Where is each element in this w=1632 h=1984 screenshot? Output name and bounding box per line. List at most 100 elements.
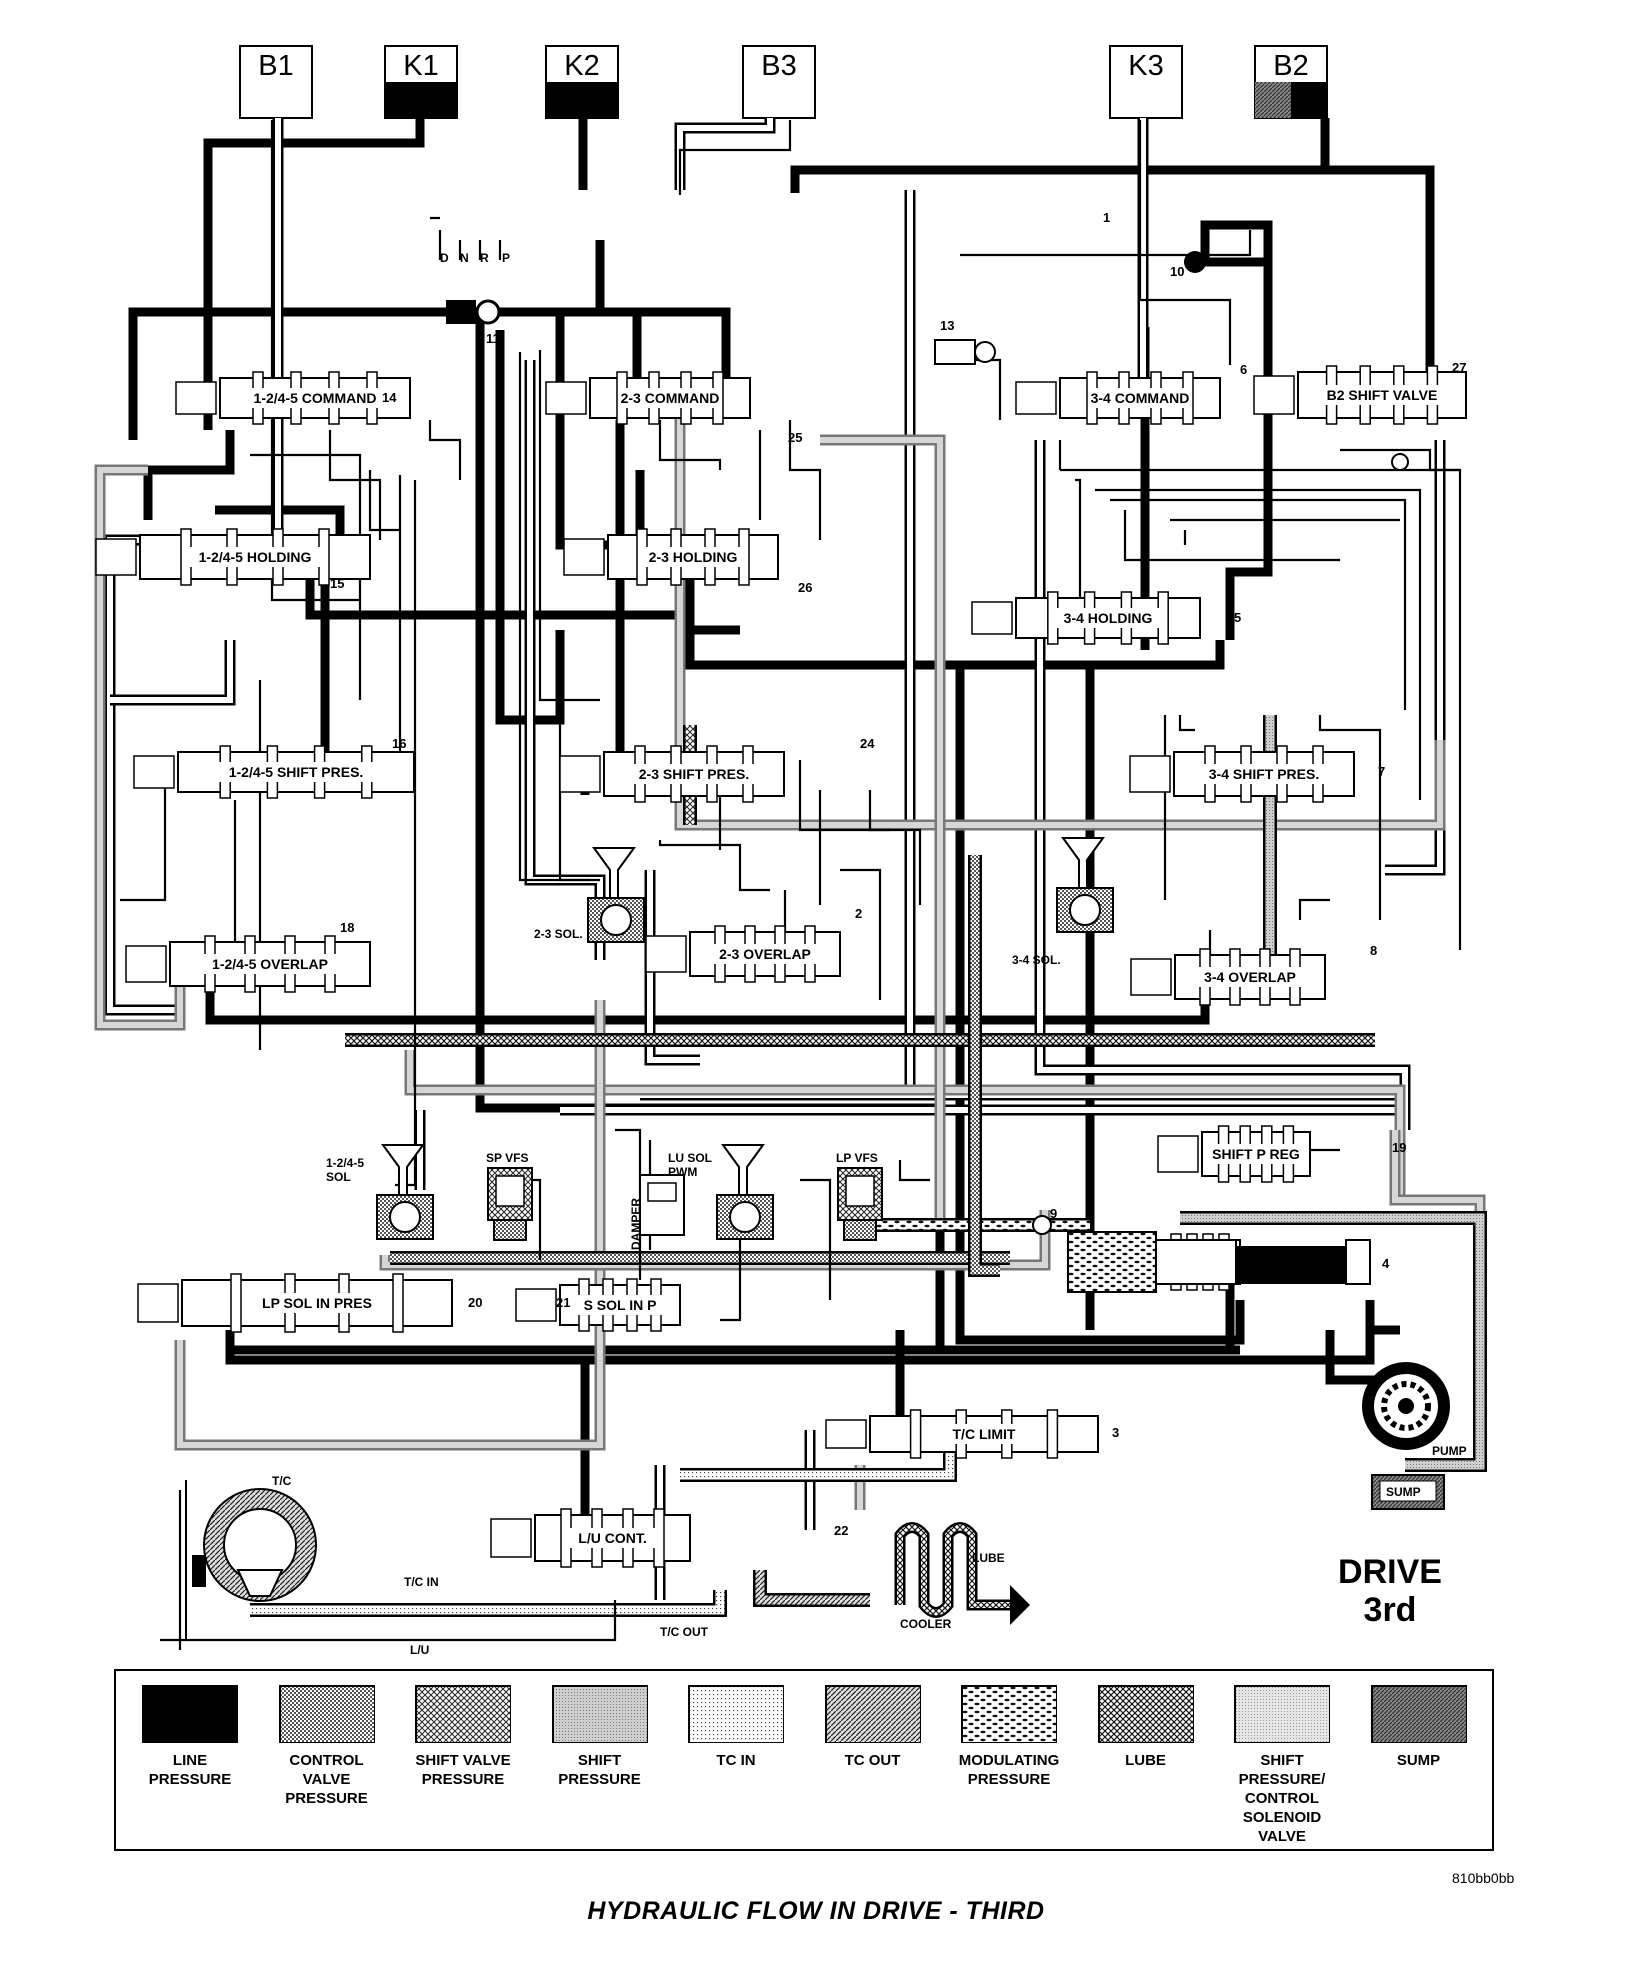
svg-text:T/C: T/C	[272, 1474, 292, 1488]
legend-label: SHIFT PRESSURE	[558, 1752, 641, 1788]
svg-text:P: P	[502, 251, 510, 265]
valve-label: 3-4 OVERLAP	[1204, 969, 1296, 985]
svg-text:T/C IN: T/C IN	[404, 1575, 439, 1589]
cooler	[894, 1522, 1030, 1625]
legend-label: CONTROL VALVE PRESSURE	[285, 1752, 368, 1807]
svg-text:1: 1	[1103, 210, 1110, 225]
valve-number: 6	[1240, 362, 1247, 377]
legend-label: TC OUT	[844, 1752, 901, 1769]
solenoid-3-4	[1056, 837, 1114, 933]
legend-swatch	[415, 1685, 511, 1743]
valve-1-2-4-5-shift-pres: 1-2/4-5 SHIFT PRES.16	[133, 736, 415, 799]
valve-label: SHIFT P REG	[1212, 1146, 1300, 1162]
valve-label: 3-4 HOLDING	[1064, 610, 1153, 626]
valve-label: LP SOL IN PRES	[262, 1295, 372, 1311]
legend-swatch	[1097, 1685, 1194, 1743]
valve-s-sol-in-p: S SOL IN P 21	[515, 1278, 681, 1332]
solenoid-1-2-4-5	[376, 1144, 434, 1240]
clutch-label: B2	[1273, 50, 1308, 82]
valve-number: 15	[330, 576, 344, 591]
mode-line-2: 3rd	[1363, 1591, 1417, 1629]
valve-2-3-shift-pres: 2-3 SHIFT PRES. 24	[559, 736, 875, 803]
svg-text:LP VFS: LP VFS	[836, 1151, 878, 1165]
legend-swatch	[1370, 1685, 1467, 1743]
legend-swatch	[551, 1685, 648, 1743]
valve-3-4-overlap: 3-4 OVERLAP 8	[1130, 943, 1377, 1006]
valve-number: 2	[855, 906, 862, 921]
valve-label: 2-3 HOLDING	[649, 549, 738, 565]
svg-text:L/U: L/U	[410, 1643, 429, 1657]
clutch-label: B1	[258, 50, 293, 82]
legend-label: SHIFT VALVE PRESSURE	[415, 1752, 511, 1788]
legend-swatch	[278, 1685, 375, 1743]
svg-text:R: R	[480, 251, 489, 265]
valve-number: 5	[1234, 610, 1241, 625]
damper	[639, 1174, 685, 1236]
solenoid-lp-vfs	[837, 1167, 883, 1241]
valve-number: 26	[798, 580, 812, 595]
valve-3-4-shift-pres: 3-4 SHIFT PRES. 7	[1129, 745, 1385, 803]
clutch-box-b3: B3	[742, 45, 816, 119]
legend: LINE PRESSURE CONTROL VALVE PRESSURE SHIFT…	[114, 1669, 1494, 1851]
legend-item-shiftcontrol: SHIFT PRESSURE/ CONTROL SOLENOID VALVE	[1218, 1685, 1346, 1846]
solenoid-lu-pwm	[716, 1144, 774, 1240]
legend-item-lube: LUBE	[1082, 1685, 1210, 1770]
double-line-passages	[104, 118, 1446, 1600]
valve-b2-shift-valve: B2 SHIFT VALVE 27	[1253, 360, 1467, 425]
valve-label: 2-3 COMMAND	[621, 390, 720, 406]
svg-text:SUMP: SUMP	[1386, 1485, 1421, 1499]
valve-label: B2 SHIFT VALVE	[1327, 387, 1438, 403]
legend-item-shiftvalve: SHIFT VALVE PRESSURE	[399, 1685, 527, 1789]
diagram-labels: D N R P 1 10 11 13 9 2-3 SOL. 3-4 SOL. 1…	[272, 210, 1467, 1657]
solenoids	[376, 837, 1114, 1241]
clutch-box-k3: K3	[1109, 45, 1183, 119]
legend-item-tcout: TC OUT	[809, 1685, 937, 1770]
valve-number: 14	[382, 390, 397, 405]
valve-label: T/C LIMIT	[953, 1426, 1016, 1442]
svg-text:LUBE: LUBE	[972, 1551, 1005, 1565]
valve-number: 4	[1382, 1256, 1390, 1271]
valve-number: 3	[1112, 1425, 1119, 1440]
valve-number: 8	[1370, 943, 1377, 958]
valve-label: 1-2/4-5 SHIFT PRES.	[229, 764, 364, 780]
legend-label: TC IN	[716, 1752, 756, 1769]
valve-number: 7	[1378, 764, 1385, 779]
svg-text:N: N	[460, 251, 469, 265]
valve-label: 1-2/4-5 HOLDING	[199, 549, 312, 565]
svg-text:T/C OUT: T/C OUT	[660, 1625, 709, 1639]
clutch-box-k1: K1	[384, 45, 458, 119]
valve-label: S SOL IN P	[584, 1297, 657, 1313]
valve-label: L/U CONT.	[578, 1530, 646, 1546]
valve-shift-p-reg: SHIFT P REG 19	[1157, 1125, 1406, 1183]
pump	[1362, 1362, 1450, 1450]
valve-number: 24	[860, 736, 875, 751]
mode-line-1: DRIVE	[1338, 1553, 1442, 1591]
valve-label: 2-3 SHIFT PRES.	[639, 766, 749, 782]
valve-label: 3-4 SHIFT PRES.	[1209, 766, 1319, 782]
clutch-label: K1	[403, 50, 438, 82]
svg-text:10: 10	[1170, 264, 1184, 279]
thin-passages	[120, 120, 1462, 1650]
svg-text:COOLER: COOLER	[900, 1617, 952, 1631]
valve-number: 25	[788, 430, 802, 445]
valve-2-3-command: 2-3 COMMAND 25	[545, 371, 802, 445]
legend-label: SUMP	[1396, 1752, 1441, 1769]
valve-label: 1-2/4-5 OVERLAP	[212, 956, 328, 972]
legend-item-line: LINE PRESSURE	[126, 1685, 254, 1789]
clutch-box-b1: B1	[239, 45, 313, 119]
figure-code: 810bb0bb	[1452, 1870, 1515, 1886]
svg-text:3-4 SOL.: 3-4 SOL.	[1012, 953, 1061, 967]
legend-label: SHIFT PRESSURE/ CONTROL SOLENOID VALVE	[1238, 1752, 1326, 1845]
legend-item-sump: SUMP	[1355, 1685, 1483, 1770]
valve-number: 19	[1392, 1140, 1406, 1155]
valve-number: 21	[556, 1295, 570, 1310]
legend-swatch	[688, 1685, 784, 1743]
legend-item-control: CONTROL VALVE PRESSURE	[263, 1685, 391, 1808]
valve-number: 27	[1452, 360, 1466, 375]
